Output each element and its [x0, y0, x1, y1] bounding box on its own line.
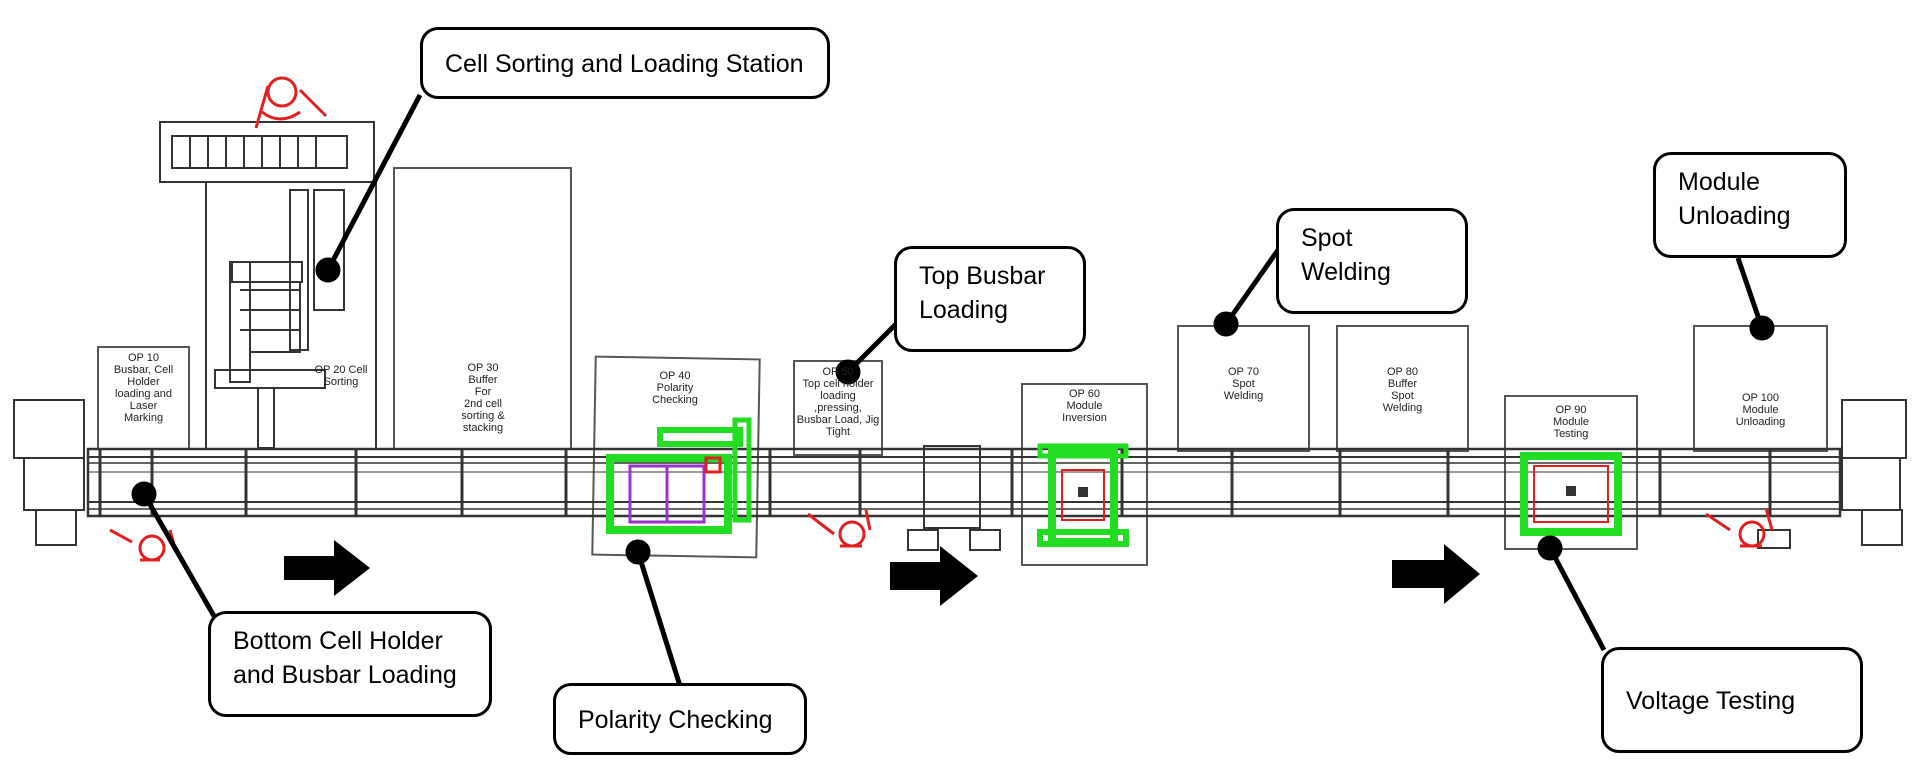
op40-fixture	[606, 417, 752, 534]
right-arrow-icon	[284, 540, 370, 596]
conveyor-track	[86, 447, 1842, 518]
line-end-equipment	[13, 399, 1907, 551]
station-label-op50: OP 50 Top cell holder loading ,pressing,…	[796, 366, 880, 438]
callout-polarity-checking: Polarity Checking	[553, 683, 807, 755]
op20-sorting-machine	[159, 121, 377, 450]
callout-cell-sorting: Cell Sorting and Loading Station	[420, 27, 830, 99]
callout-spot-welding: Spot Welding	[1276, 208, 1468, 314]
callout-bottom-cell-holder: Bottom Cell Holder and Busbar Loading	[208, 611, 492, 717]
station-label-op80: OP 80 Buffer Spot Welding	[1382, 366, 1423, 414]
leader-lines	[131, 93, 1775, 687]
operator-figure-icon	[254, 76, 328, 129]
station-label-op20: OP 20 Cell Sorting	[314, 364, 368, 388]
station-label-op100: OP 100 Module Unloading	[1735, 392, 1786, 428]
operator-figure-icon	[807, 509, 872, 548]
callout-top-busbar: Top Busbar Loading	[894, 246, 1086, 352]
station-label-op70: OP 70 Spot Welding	[1223, 366, 1264, 402]
callout-voltage-testing: Voltage Testing	[1601, 647, 1863, 753]
station-label-op90: OP 90 Module Testing	[1552, 404, 1590, 440]
op90-fixture	[1520, 452, 1622, 536]
station-label-op30: OP 30 Buffer For 2nd cell sorting & stac…	[461, 362, 505, 434]
station-label-op60: OP 60 Module Inversion	[1062, 388, 1107, 424]
right-arrow-icon	[890, 546, 978, 606]
station-label-op40: OP 40 Polarity Checking	[652, 370, 698, 406]
right-arrow-icon	[1392, 544, 1480, 604]
station-label-op10: OP 10 Busbar, Cell Holder loading and La…	[113, 352, 174, 424]
callout-module-unloading: Module Unloading	[1653, 152, 1847, 258]
op60-fixture	[1037, 443, 1129, 547]
operator-figure-icon	[1705, 507, 1774, 548]
